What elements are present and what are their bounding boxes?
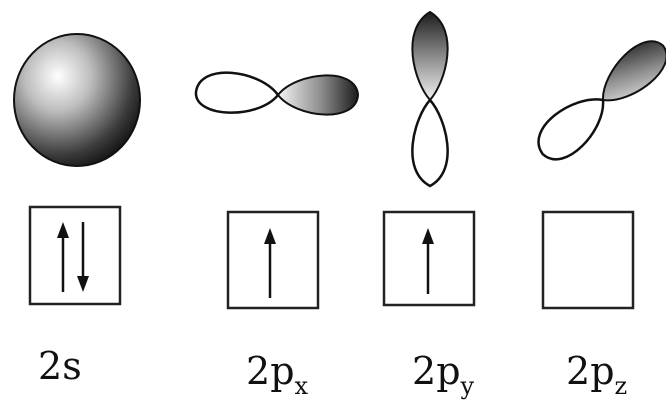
- px-right-lobe: [276, 74, 360, 116]
- orbital-box-2py: [382, 210, 476, 307]
- electron-down-arrow-2s: [77, 222, 89, 292]
- px-orbital-lobes: [194, 71, 360, 116]
- electron-up-arrow-2px: [264, 228, 276, 298]
- pz-upper-lobe: [601, 40, 666, 102]
- pz-lower-lobe: [537, 98, 605, 161]
- py-orbital-lobes: [411, 10, 449, 188]
- px-left-lobe: [194, 71, 280, 114]
- electron-up-arrow-2s: [57, 222, 69, 292]
- orbital-box-2px: [226, 210, 320, 310]
- orbital-box-2s: [28, 205, 122, 306]
- orbital-box-2pz: [541, 210, 635, 310]
- electron-up-arrow-2py: [422, 228, 434, 294]
- orbital-label-2s: 2s: [38, 344, 82, 388]
- orbital-label-2px: 2px: [246, 349, 309, 400]
- py-top-lobe: [411, 10, 449, 102]
- pz-orbital-lobes: [537, 40, 666, 161]
- py-bottom-lobe: [411, 98, 449, 188]
- s-orbital-sphere: [13, 33, 141, 167]
- orbital-label-2pz: 2pz: [566, 349, 628, 400]
- orbital-label-2py: 2py: [412, 349, 475, 400]
